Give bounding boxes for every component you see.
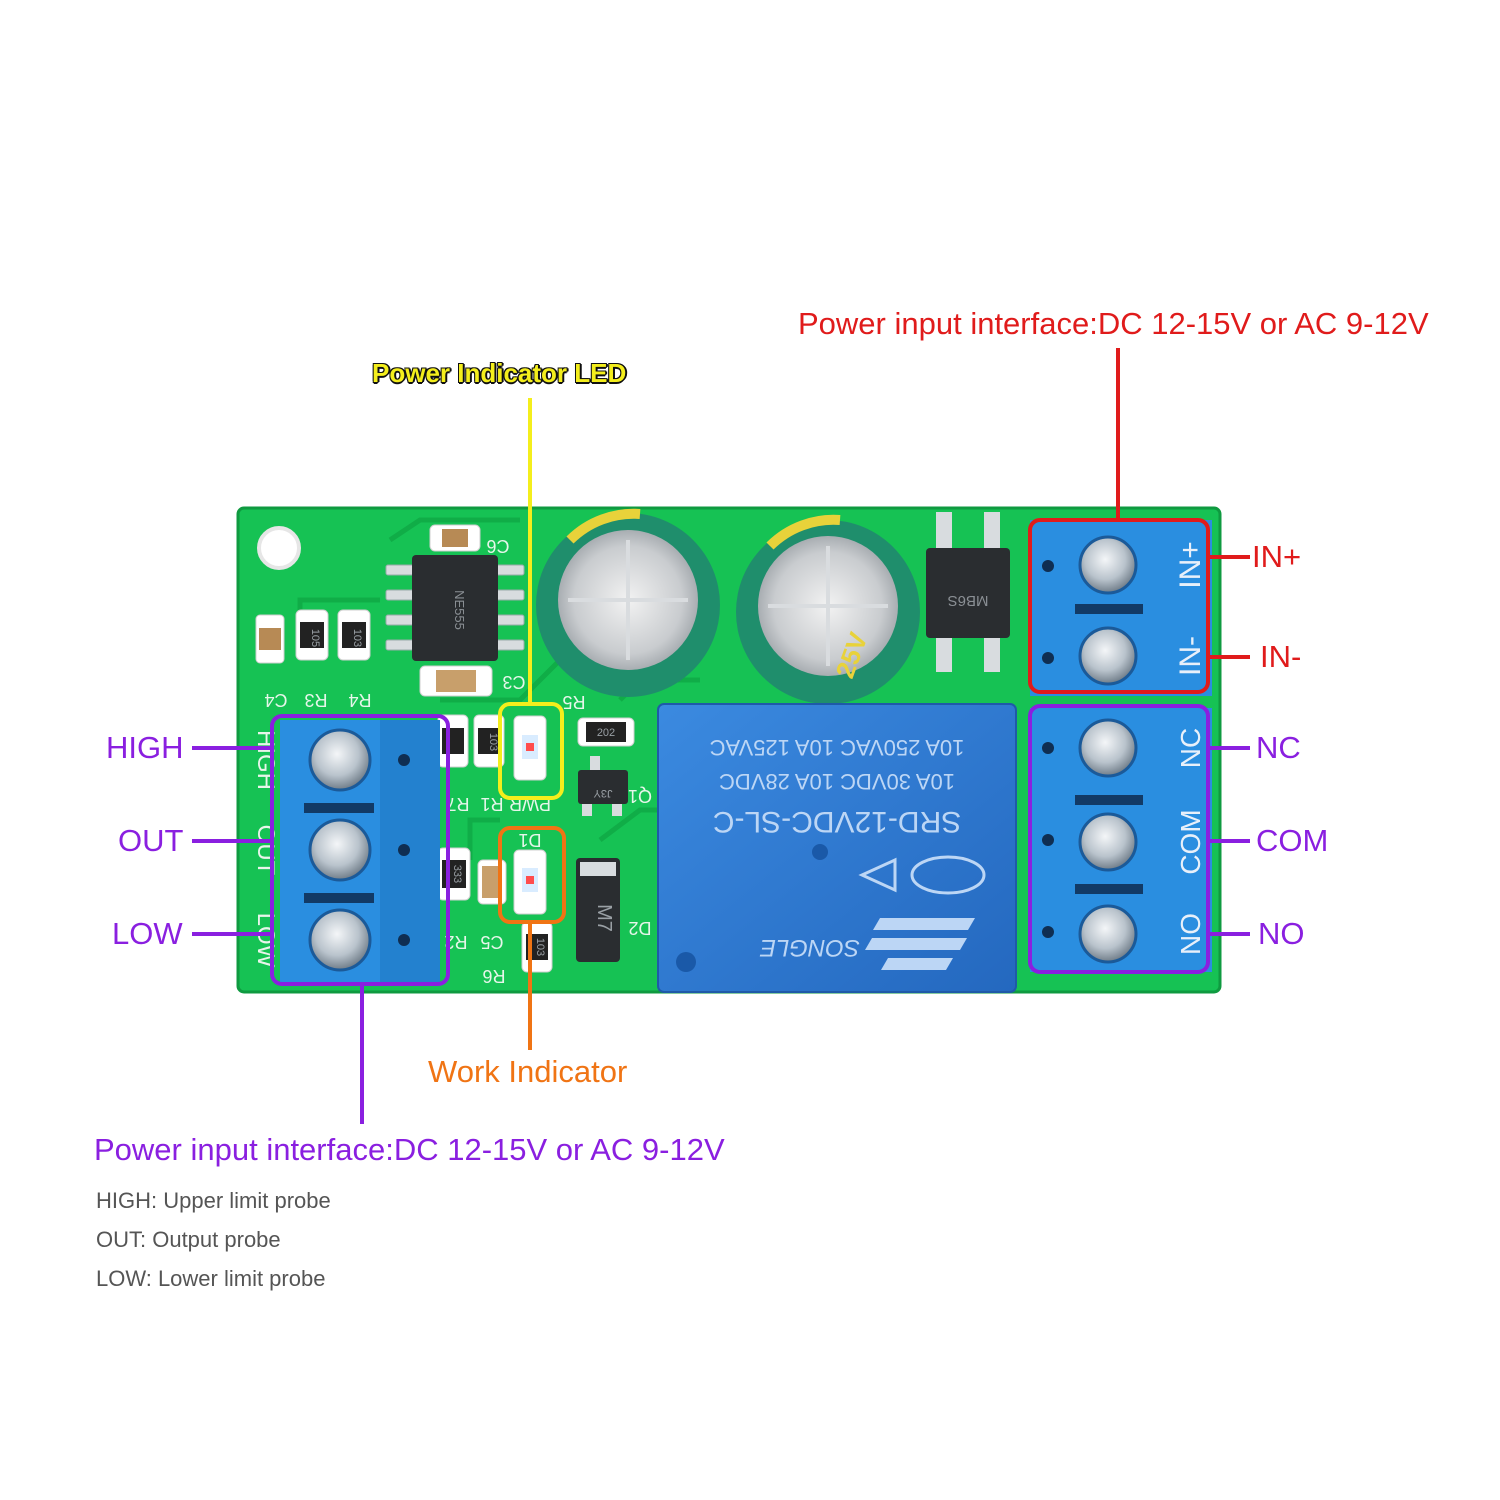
svg-text:D1: D1 [518,830,541,850]
screw-out [308,818,372,882]
relay-logo [865,918,975,970]
relay-model: SRD-12VDC-SL-C [713,805,961,838]
svg-text:R2: R2 [444,932,467,952]
electrolytic-capacitor-2: 25V [736,514,920,704]
legend-out: OUT: Output probe [96,1227,281,1252]
svg-text:103: 103 [534,938,546,956]
diode-marking: M7 [593,904,615,932]
callout-no: NO [1258,916,1305,951]
callout-in-minus: IN- [1260,639,1302,674]
screw-no [1078,904,1138,964]
screw-in-minus [1078,626,1138,686]
terminal-block-probes: HIGH OUT LOW [252,720,440,982]
svg-text:J3Y: J3Y [593,787,613,799]
svg-text:C6: C6 [486,536,509,556]
work-led [513,849,547,915]
callout-nc: NC [1256,730,1301,765]
svg-text:103: 103 [351,629,363,647]
terminal-block-relay: NC COM NO [1030,708,1212,972]
svg-text:Q1: Q1 [628,786,652,806]
bridge-rectifier: MB6S [926,512,1010,672]
bridge-marking: MB6S [948,592,989,609]
terminal-block-power: IN+ IN- [1030,520,1212,696]
silk-high: HIGH [252,730,279,790]
screw-com [1078,812,1138,872]
svg-text:105: 105 [309,629,321,647]
legend-high: HIGH: Upper limit probe [96,1188,331,1213]
relay: SRD-12VDC-SL-C 10A 30VDC 10A 28VDC 10A 2… [657,703,1017,993]
silk-com: COM [1175,809,1206,874]
callout-power-indicator-led: Power Indicator LED [372,358,627,388]
legend-low: LOW: Lower limit probe [96,1266,326,1291]
callout-out: OUT [118,823,184,858]
svg-text:R1: R1 [480,794,503,814]
svg-text:333: 333 [451,865,463,883]
svg-text:C4: C4 [264,690,287,710]
relay-rating-dc: 10A 30VDC 10A 28VDC [719,769,955,794]
svg-text:R4: R4 [348,690,371,710]
relay-brand: SONGLE [759,934,860,961]
silk-out: OUT [252,825,279,876]
ne555-chip: NE555 [385,555,525,661]
electrolytic-capacitor-1 [536,508,720,697]
relay-rating-ac: 10A 250VAC 10A 125VAC [709,735,964,760]
callout-work-indicator: Work Indicator [428,1054,628,1089]
screw-nc [1078,718,1138,778]
callout-power-input-top: Power input interface:DC 12-15V or AC 9-… [798,306,1429,341]
callout-high: HIGH [106,730,184,765]
callout-com: COM [1256,823,1329,858]
resistor-codes: 105 103 202 103 333 103 J3Y [309,629,615,956]
svg-text:202: 202 [597,727,615,739]
svg-text:R7: R7 [446,794,469,814]
silk-low: LOW [252,913,279,968]
screw-low [308,908,372,972]
screw-high [308,728,372,792]
silk-no: NO [1175,913,1206,955]
svg-text:R3: R3 [304,690,327,710]
svg-text:C5: C5 [480,932,503,952]
smd-components: M7 [255,524,635,973]
svg-text:103: 103 [487,733,499,751]
silkscreen-refs: C6 C3 R5 R4 R3 C4 PWR R1 R7 C5 R2 R6 Q1 … [264,536,652,986]
silk-in-minus: IN- [1174,636,1207,676]
callout-in-plus: IN+ [1252,539,1302,574]
svg-text:R5: R5 [562,692,585,712]
svg-text:C3: C3 [502,672,525,692]
svg-text:D2: D2 [628,918,651,938]
silk-nc: NC [1175,728,1206,768]
ic-marking: NE555 [452,590,467,630]
svg-text:R6: R6 [482,966,505,986]
screw-in-plus [1078,535,1138,595]
silk-in-plus: IN+ [1174,541,1207,589]
power-led [513,715,547,781]
callout-low: LOW [112,916,183,951]
mounting-hole [257,526,301,570]
callout-power-input-bottom: Power input interface:DC 12-15V or AC 9-… [94,1132,725,1167]
